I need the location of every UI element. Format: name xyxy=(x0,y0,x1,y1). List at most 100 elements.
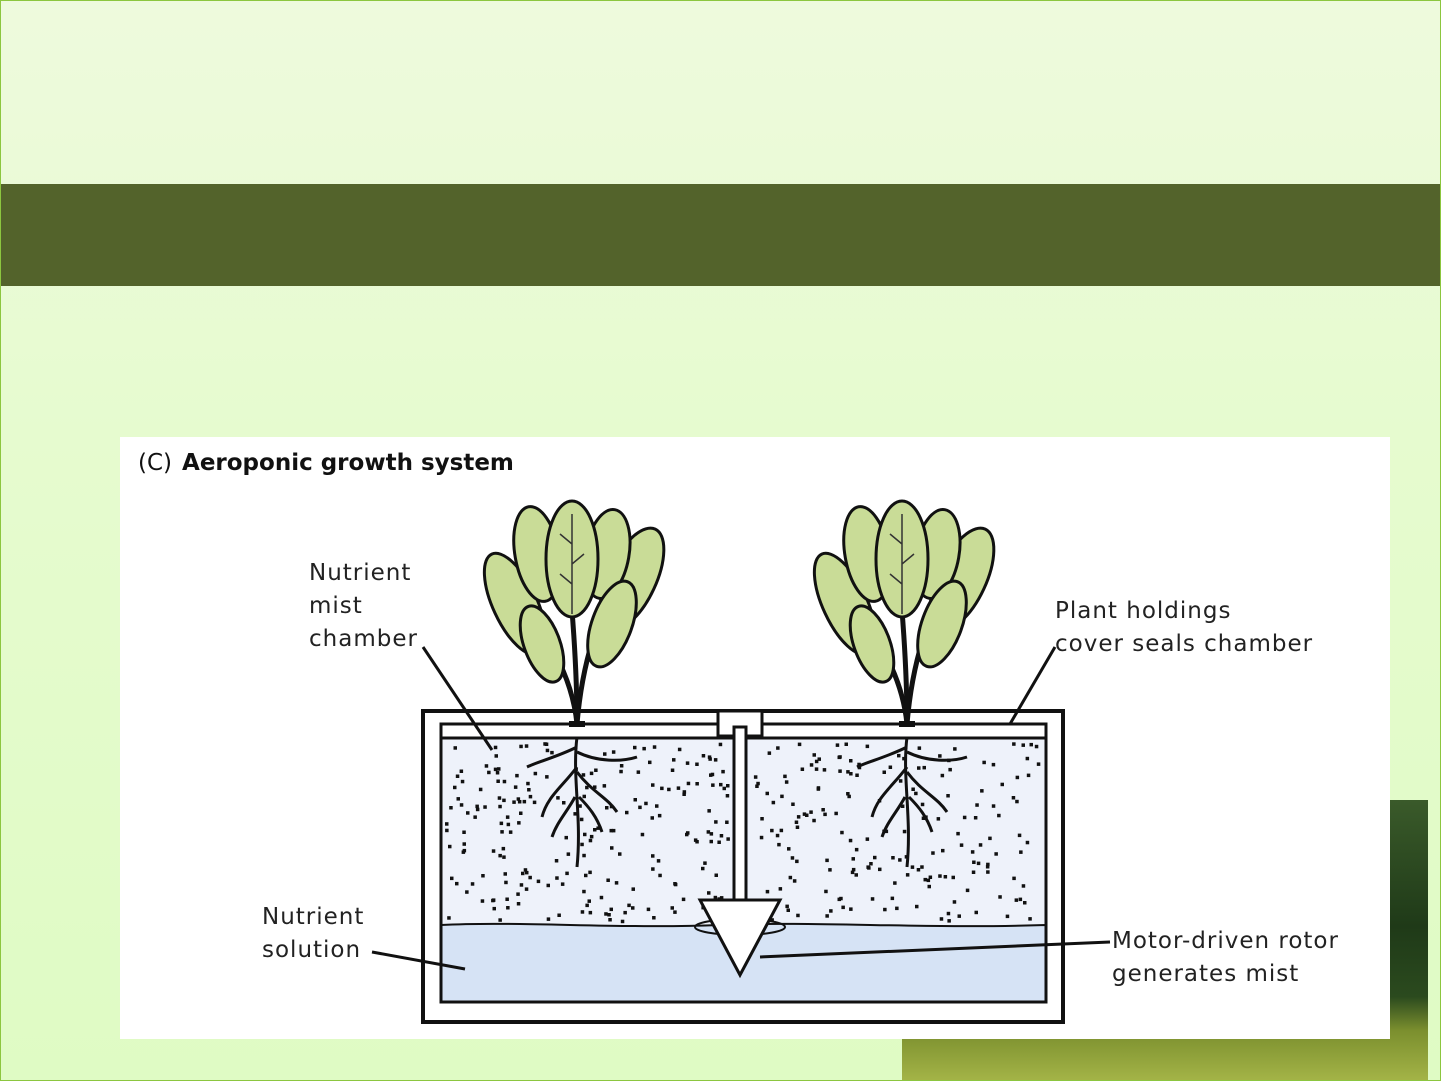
mist-droplet xyxy=(921,816,926,820)
mist-droplet xyxy=(796,815,801,819)
mist-droplet xyxy=(519,744,523,749)
mist-droplet xyxy=(991,804,996,808)
mist-droplet xyxy=(962,815,967,820)
mist-droplet xyxy=(606,878,610,882)
mist-droplet xyxy=(593,828,597,832)
mist-droplet xyxy=(580,910,585,914)
mist-droplet xyxy=(1011,796,1016,800)
mist-droplet xyxy=(910,865,915,869)
mist-droplet xyxy=(494,754,498,758)
mist-droplet xyxy=(646,907,651,912)
mist-droplet xyxy=(865,837,870,841)
mist-droplet xyxy=(976,861,981,866)
mist-droplet xyxy=(941,848,945,853)
mist-droplet xyxy=(481,874,485,878)
mist-droplet xyxy=(816,787,821,791)
mist-droplet xyxy=(682,792,686,796)
mist-droplet xyxy=(609,828,613,833)
mist-droplet xyxy=(854,847,859,852)
mist-droplet xyxy=(709,839,713,844)
mist-droplet xyxy=(609,907,613,912)
mist-droplet xyxy=(895,906,899,911)
mist-droplet xyxy=(449,806,453,810)
mist-droplet xyxy=(484,764,489,768)
mist-droplet xyxy=(917,766,921,770)
mist-droplet xyxy=(459,769,464,773)
mist-droplet xyxy=(573,812,577,816)
mist-droplet xyxy=(701,754,706,758)
mist-droplet xyxy=(975,803,979,807)
mist-droplet xyxy=(498,853,502,858)
mist-droplet xyxy=(931,851,935,855)
mist-droplet xyxy=(658,873,662,878)
mist-droplet xyxy=(648,760,652,765)
mist-droplet xyxy=(602,784,607,788)
mist-droplet xyxy=(719,834,724,838)
mist-droplet xyxy=(673,910,677,914)
mist-droplet xyxy=(633,798,637,802)
mist-droplet xyxy=(473,815,477,819)
mist-droplet xyxy=(459,803,464,807)
mist-droplet xyxy=(948,767,952,772)
mist-droplet xyxy=(512,800,516,804)
mist-droplet xyxy=(1015,799,1019,804)
mist-droplet xyxy=(946,911,951,916)
mist-droplet xyxy=(487,770,491,775)
mist-droplet xyxy=(686,831,690,835)
mist-droplet xyxy=(557,913,561,917)
mist-droplet xyxy=(760,817,764,821)
mist-droplet xyxy=(726,837,730,841)
mist-droplet xyxy=(849,759,853,763)
mist-droplet xyxy=(998,895,1002,899)
mist-droplet xyxy=(445,828,449,833)
mist-droplet xyxy=(709,832,714,836)
mist-droplet xyxy=(956,831,960,836)
mist-droplet xyxy=(582,853,586,858)
label-line: Plant holdings xyxy=(1055,598,1232,624)
mist-droplet xyxy=(1036,762,1041,766)
mist-droplet xyxy=(651,854,655,858)
label-line: Nutrient xyxy=(262,904,365,930)
label-line: solution xyxy=(262,937,362,963)
mist-droplet xyxy=(657,813,662,818)
mist-droplet xyxy=(855,773,859,777)
mist-droplet xyxy=(581,773,586,777)
label-mist-chamber: Nutrient mist chamber xyxy=(309,557,418,656)
mist-droplet xyxy=(970,850,975,854)
mist-droplet xyxy=(829,909,833,913)
mist-droplet xyxy=(492,906,496,911)
mist-droplet xyxy=(523,868,528,872)
mist-droplet xyxy=(517,821,521,825)
mist-droplet xyxy=(982,760,986,765)
mist-droplet xyxy=(506,822,511,827)
mist-droplet xyxy=(708,757,712,761)
mist-droplet xyxy=(797,742,802,747)
mist-droplet xyxy=(777,842,781,847)
mist-droplet xyxy=(714,820,718,824)
mist-droplet xyxy=(825,914,829,918)
mist-droplet xyxy=(776,746,780,750)
mist-droplet xyxy=(636,770,641,774)
mist-droplet xyxy=(795,859,799,864)
mist-droplet xyxy=(505,897,509,901)
mist-droplet xyxy=(713,895,718,900)
mist-droplet xyxy=(522,799,527,804)
mist-droplet xyxy=(550,750,554,755)
mist-droplet xyxy=(582,889,586,894)
mist-droplet xyxy=(783,774,787,779)
mist-droplet xyxy=(947,919,951,923)
mist-droplet xyxy=(779,828,784,833)
mist-droplet xyxy=(455,881,459,886)
mist-droplet xyxy=(914,791,918,796)
mist-droplet xyxy=(1021,884,1026,888)
mist-droplet xyxy=(707,809,711,813)
mist-droplet xyxy=(938,754,942,758)
mist-droplet xyxy=(651,867,655,871)
mist-droplet xyxy=(480,899,485,903)
mist-droplet xyxy=(771,800,776,805)
mist-droplet xyxy=(670,768,675,772)
mist-droplet xyxy=(633,745,637,750)
mist-droplet xyxy=(638,805,642,810)
mist-droplet xyxy=(526,781,530,786)
mist-droplet xyxy=(470,882,475,886)
